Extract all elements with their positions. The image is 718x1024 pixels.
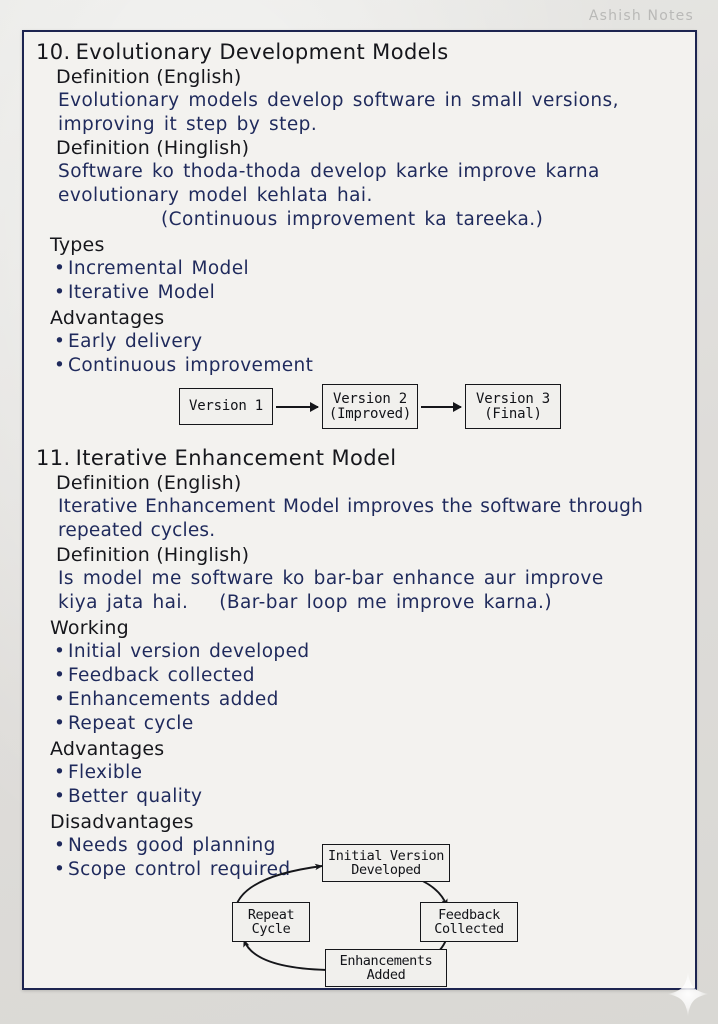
section-11-group-advantages-heading: Advantages [50, 737, 165, 760]
cycle-node-initial-version-developed-line1: Initial Version [328, 847, 444, 864]
section-10-definition-english-heading: Definition (English) [56, 66, 242, 88]
list-item: Initial version developed [36, 640, 683, 664]
section-11: 11.Iterative Enhancement Model Definitio… [36, 446, 683, 882]
section-10-group-types-heading: Types [50, 234, 105, 257]
note-page-frame: 10.Evolutionary Development Models Defin… [22, 30, 697, 990]
flow-arrow-1 [276, 402, 319, 413]
cycle-node-enhancements-added-line2: Added [366, 967, 406, 983]
flow-node-version-1: Version 1 [179, 388, 273, 426]
list-item: Scope control required [36, 858, 683, 882]
flow-node-version-2-line1: Version 2 [332, 390, 408, 407]
section-10-definition-english-line-2: improving it step by step. [58, 114, 318, 136]
list-item: Early delivery [36, 330, 683, 354]
list-item: Feedback collected [36, 664, 683, 688]
section-11-group-disadvantages-heading: Disadvantages [50, 810, 194, 833]
flow-node-version-1-line1: Version 1 [188, 398, 264, 415]
list-item: Better quality [36, 785, 683, 809]
flow-node-version-2-line2: (Improved) [328, 405, 412, 422]
list-item: Repeat cycle [36, 712, 683, 736]
section-10-definition-hinglish-line-1: Software ko thoda-thoda develop karke im… [58, 161, 600, 183]
list-item: Incremental Model [36, 257, 683, 281]
cycle-node-feedback-collected-line2: Collected [434, 921, 504, 937]
list-item: Needs good planning [36, 834, 683, 858]
flow-node-version-3-line1: Version 3 [475, 390, 551, 407]
list-item: Flexible [36, 761, 683, 785]
note-page-content: 10.Evolutionary Development Models Defin… [24, 32, 695, 988]
section-10-definition-hinglish-line-2: evolutionary model kehlata hai. [58, 185, 373, 207]
flow-node-version-3: Version 3 (Final) [465, 384, 561, 430]
iterative-enhancement-cycle-diagram: Initial Version Developed Feedback Colle… [194, 844, 518, 987]
section-11-definition-english-line-2: repeated cycles. [58, 520, 216, 542]
cycle-node-initial-version-developed-line2: Developed [351, 862, 421, 878]
cycle-node-repeat-cycle-line2: Cycle [251, 921, 291, 937]
cycle-node-enhancements-added: Enhancements Added [325, 949, 447, 987]
section-11-definition-hinglish-heading: Definition (Hinglish) [56, 543, 250, 566]
section-10: 10.Evolutionary Development Models Defin… [36, 40, 683, 442]
section-10-number: 10. [36, 40, 71, 64]
cycle-node-feedback-collected: Feedback Collected [420, 902, 518, 942]
section-10-group-advantages-heading: Advantages [50, 307, 165, 330]
cycle-node-repeat-cycle-line1: Repeat [247, 906, 295, 923]
cycle-node-enhancements-added-line1: Enhancements [339, 952, 433, 969]
flow-node-version-2: Version 2 (Improved) [322, 384, 418, 430]
section-11-definition-hinglish-line-1: Is model me software ko bar-bar enhance … [58, 567, 604, 589]
list-item: Enhancements added [36, 688, 683, 712]
section-11-title-text: Iterative Enhancement Model [75, 446, 397, 471]
watermark-label: Ashish Notes [588, 8, 694, 24]
section-11-title: 11.Iterative Enhancement Model [36, 446, 683, 470]
section-10-title: 10.Evolutionary Development Models [36, 40, 683, 64]
section-11-group-working-heading: Working [50, 616, 129, 639]
list-item: Continuous improvement [36, 354, 683, 378]
flow-arrow-2 [421, 402, 462, 413]
section-11-definition-hinglish-line-2: kiya jata hai. [58, 591, 189, 613]
section-11-number: 11. [36, 446, 71, 471]
cycle-node-repeat-cycle: Repeat Cycle [232, 902, 310, 942]
section-11-definition-hinglish-line-2-row: kiya jata hai. (Bar-bar loop me improve … [36, 591, 683, 615]
list-item: Iterative Model [36, 281, 683, 305]
section-11-definition-english-heading: Definition (English) [56, 472, 242, 495]
cycle-node-initial-version-developed: Initial Version Developed [322, 844, 450, 882]
flow-node-version-3-line2: (Final) [484, 405, 542, 422]
section-10-definition-english-line-1: Evolutionary models develop software in … [58, 90, 619, 111]
section-10-definition-hinglish-note: (Continuous improvement ka tareeka.) [161, 209, 544, 231]
cycle-node-feedback-collected-line1: Feedback [438, 906, 500, 923]
section-10-definition-hinglish-heading: Definition (Hinglish) [56, 137, 250, 160]
section-11-definition-english-line-1: Iterative Enhancement Model improves the… [58, 496, 644, 518]
section-10-title-text: Evolutionary Development Models [75, 40, 449, 64]
evolutionary-versions-flow-diagram: Version 1 Version 2 (Improved) Version 3… [36, 384, 683, 442]
section-11-definition-hinglish-note: (Bar-bar loop me improve karna.) [219, 591, 552, 613]
